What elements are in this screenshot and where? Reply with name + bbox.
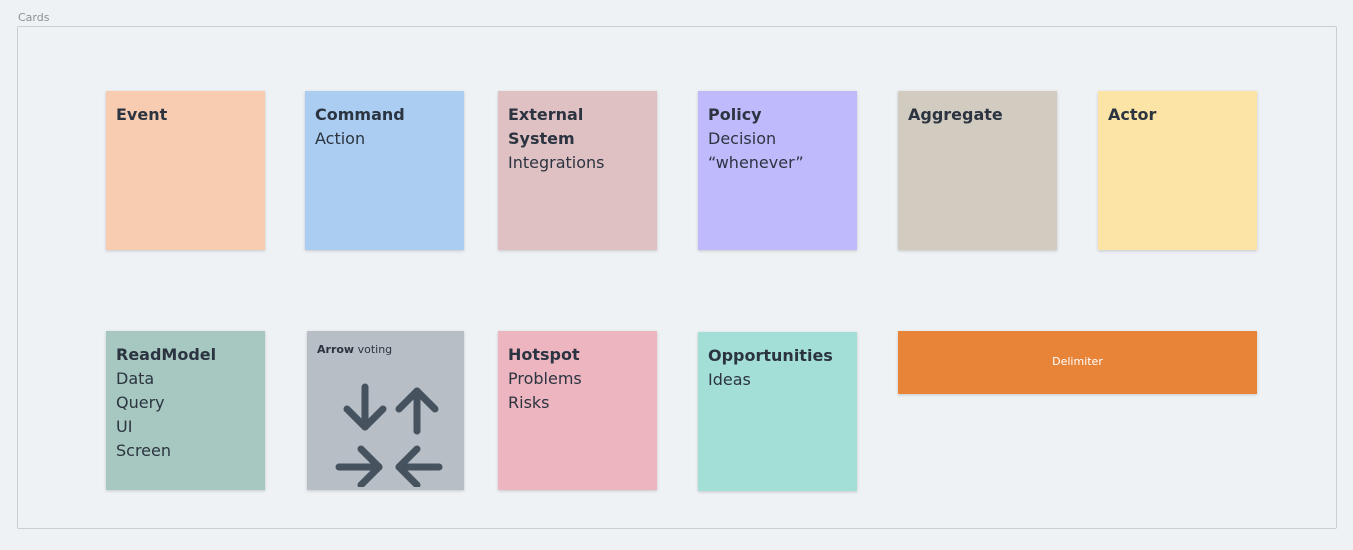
card-line: Action [315, 129, 366, 148]
voting-title: Arrow voting [317, 342, 454, 358]
delimiter-card[interactable]: Delimiter [898, 331, 1257, 394]
hotspot-card[interactable]: Hotspot Problems Risks [498, 331, 657, 490]
card-title: Event [116, 105, 168, 124]
card-line: “whenever” [708, 153, 804, 172]
card-title: Hotspot [508, 345, 580, 364]
card-line: Query [116, 393, 165, 412]
card-title: Actor [1108, 105, 1157, 124]
card-line: UI [116, 417, 133, 436]
card-line: Decision [708, 129, 777, 148]
card-line: Problems [508, 369, 582, 388]
voting-title-rest: voting [354, 343, 393, 356]
external-system-card[interactable]: External System Integrations [498, 91, 657, 250]
opportunities-card[interactable]: Opportunities Ideas [698, 332, 857, 491]
frame-label: Cards [18, 11, 50, 24]
card-title: Opportunities [708, 346, 833, 365]
arrow-voting-card[interactable]: Arrow voting [307, 331, 464, 490]
card-title: ReadModel [116, 345, 217, 364]
delimiter-label: Delimiter [1052, 355, 1103, 368]
card-title: Aggregate [908, 105, 1003, 124]
voting-title-bold: Arrow [317, 343, 355, 356]
card-title: External System [508, 105, 584, 148]
card-line: Risks [508, 393, 550, 412]
card-title: Policy [708, 105, 762, 124]
card-title: Command [315, 105, 405, 124]
card-line: Screen [116, 441, 172, 460]
arrows-vote-icon [335, 383, 443, 487]
card-line: Ideas [708, 370, 751, 389]
actor-card[interactable]: Actor [1098, 91, 1257, 250]
card-line: Data [116, 369, 155, 388]
command-card[interactable]: Command Action [305, 91, 464, 250]
event-card[interactable]: Event [106, 91, 265, 250]
aggregate-card[interactable]: Aggregate [898, 91, 1057, 250]
card-line: Integrations [508, 153, 605, 172]
readmodel-card[interactable]: ReadModel Data Query UI Screen [106, 331, 265, 490]
policy-card[interactable]: Policy Decision “whenever” [698, 91, 857, 250]
